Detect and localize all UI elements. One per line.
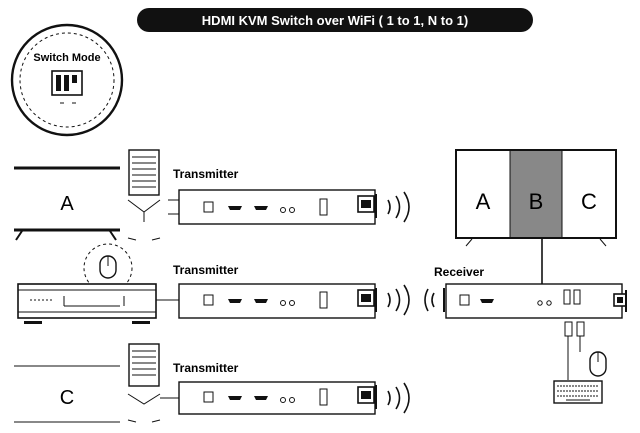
title-text: HDMI KVM Switch over WiFi ( 1 to 1, N to… xyxy=(202,13,468,28)
display-panel-b-highlight xyxy=(510,151,562,237)
source-c-tv-icon: C xyxy=(14,365,120,423)
display-panel-a: A xyxy=(476,189,491,214)
source-a-tv-icon: A xyxy=(14,166,120,241)
title-badge: HDMI KVM Switch over WiFi ( 1 to 1, N to… xyxy=(137,8,533,32)
wifi-signal-icon xyxy=(387,382,410,414)
source-a-letter: A xyxy=(60,193,74,215)
display-panel-c: C xyxy=(581,189,597,214)
source-c-pc-tower-icon xyxy=(127,343,161,423)
switch-mode-label: Switch Mode xyxy=(33,52,100,64)
transmitter-c-label: Transmitter xyxy=(173,361,239,375)
source-a-pc-tower-icon xyxy=(127,149,161,241)
transmitter-a-device xyxy=(168,189,377,225)
display-monitor: A B C xyxy=(455,149,617,284)
wifi-signal-icon xyxy=(387,191,410,223)
source-c-letter: C xyxy=(60,387,74,409)
mouse-badge-icon xyxy=(83,243,133,293)
dip-switch-icon xyxy=(51,70,83,104)
transmitter-c-device xyxy=(160,381,377,415)
transmitter-b-label: Transmitter xyxy=(173,263,239,277)
transmitter-b-device xyxy=(178,283,377,319)
source-b-player-icon xyxy=(17,283,179,324)
transmitter-a-label: Transmitter xyxy=(173,167,239,181)
mouse-icon xyxy=(589,351,607,377)
wifi-signal-icon xyxy=(424,288,435,312)
receiver-device xyxy=(424,283,627,319)
switch-mode-badge: Switch Mode xyxy=(10,23,124,137)
usb-plugs-icon xyxy=(564,321,585,380)
receiver-label: Receiver xyxy=(434,265,484,279)
display-panel-b: B xyxy=(529,189,544,214)
keyboard-icon xyxy=(553,380,603,404)
wifi-signal-icon xyxy=(387,284,410,316)
